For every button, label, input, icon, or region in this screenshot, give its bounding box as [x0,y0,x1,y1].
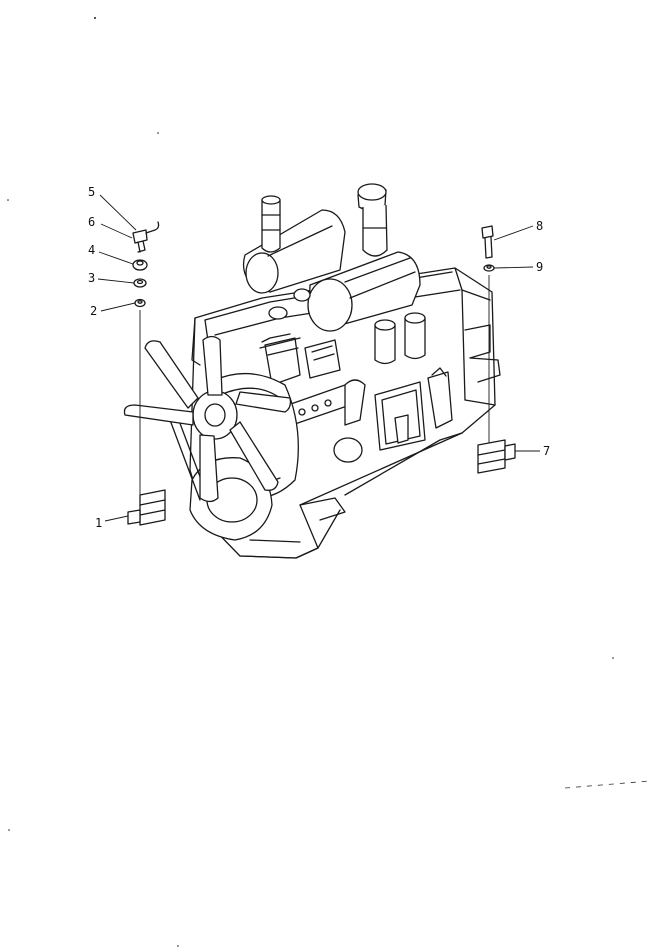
callout-4: 4 [88,243,95,257]
callout-labels: 5 6 4 3 2 1 7 8 9 [88,185,550,530]
callout-5: 5 [88,185,95,199]
scan-specks [7,17,651,947]
callout-8: 8 [536,219,543,233]
leader-lines [97,194,540,522]
callout-6: 6 [88,215,95,229]
callout-3: 3 [88,271,95,285]
fan [123,335,292,503]
engine-assembly [123,183,501,559]
right-mount-hardware [477,225,516,474]
callout-2: 2 [90,304,97,318]
callout-9: 9 [536,260,543,274]
left-mount-hardware [127,221,166,526]
callout-1: 1 [95,516,102,530]
callout-7: 7 [543,444,550,458]
